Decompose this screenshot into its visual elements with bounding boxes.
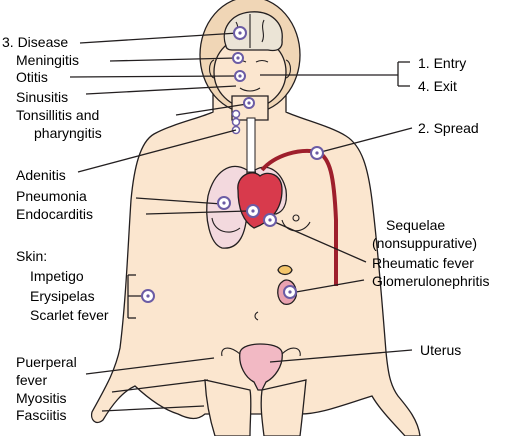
adrenal	[277, 264, 293, 276]
label-puerperal-1: Puerperal	[16, 354, 77, 370]
label-erysipelas: Erysipelas	[30, 288, 95, 304]
label-nonsuppurative: (nonsuppurative)	[372, 235, 478, 251]
brain	[223, 11, 283, 52]
leg-right	[260, 379, 307, 436]
marker-pneumonia-dot	[222, 201, 226, 205]
label-myositis: Myositis	[16, 390, 67, 406]
label-sinusitis: Sinusitis	[16, 89, 69, 105]
marker-meningitis-dot	[238, 31, 242, 35]
leg-left	[204, 379, 252, 436]
label-rheumatic-fever: Rheumatic fever	[372, 255, 474, 271]
lymph-node-2	[231, 117, 241, 127]
label-tonsillitis-2: pharyngitis	[34, 125, 102, 141]
breast-left	[211, 217, 241, 233]
label-tonsillitis-1: Tonsillitis and	[16, 107, 100, 123]
navel	[254, 311, 259, 321]
mouth	[239, 87, 261, 92]
body-silhouette	[90, 89, 421, 436]
marker-skin-dot	[146, 294, 150, 298]
uterus	[239, 343, 283, 391]
markers	[141, 26, 324, 303]
ear-right	[285, 59, 292, 79]
label-pneumonia: Pneumonia	[16, 188, 87, 204]
trachea	[246, 117, 256, 173]
label-uterus: Uterus	[420, 342, 462, 358]
marker-endocarditis-dot	[251, 209, 255, 213]
nipple	[292, 214, 300, 222]
label-otitis: Otitis	[16, 69, 48, 85]
brain-fold-2	[261, 19, 265, 43]
label-scarlet-fever: Scarlet fever	[30, 307, 109, 323]
label-puerperal-2: fever	[16, 372, 48, 388]
lymph-node-1	[231, 109, 241, 119]
label-exit: 4. Exit	[418, 78, 457, 94]
label-fasciitis: Fasciitis	[16, 407, 67, 423]
label-skin: Skin:	[16, 248, 48, 264]
label-spread: 2. Spread	[418, 120, 479, 136]
eye-right	[255, 59, 269, 63]
label-sequelae: Sequelae	[386, 217, 446, 233]
marker-sinusitis-dot	[238, 74, 242, 78]
marker-spread-dot	[315, 151, 319, 155]
label-glomerulonephritis: Glomerulonephritis	[372, 273, 490, 289]
marker-tonsillitis-dot	[247, 101, 251, 105]
marker-rheumatic-dot	[268, 218, 272, 222]
label-endocarditis: Endocarditis	[16, 206, 94, 222]
fallopian-tubes	[221, 347, 301, 357]
label-adenitis: Adenitis	[16, 167, 66, 183]
ear-left	[208, 59, 215, 79]
marker-otitis-dot	[236, 56, 240, 60]
label-meningitis: Meningitis	[16, 52, 80, 68]
marker-kidney-dot	[288, 290, 292, 294]
label-entry: 1. Entry	[418, 55, 467, 71]
leader-lines	[69, 32, 413, 412]
label-impetigo: Impetigo	[30, 268, 84, 284]
label-disease: 3. Disease	[2, 34, 69, 50]
